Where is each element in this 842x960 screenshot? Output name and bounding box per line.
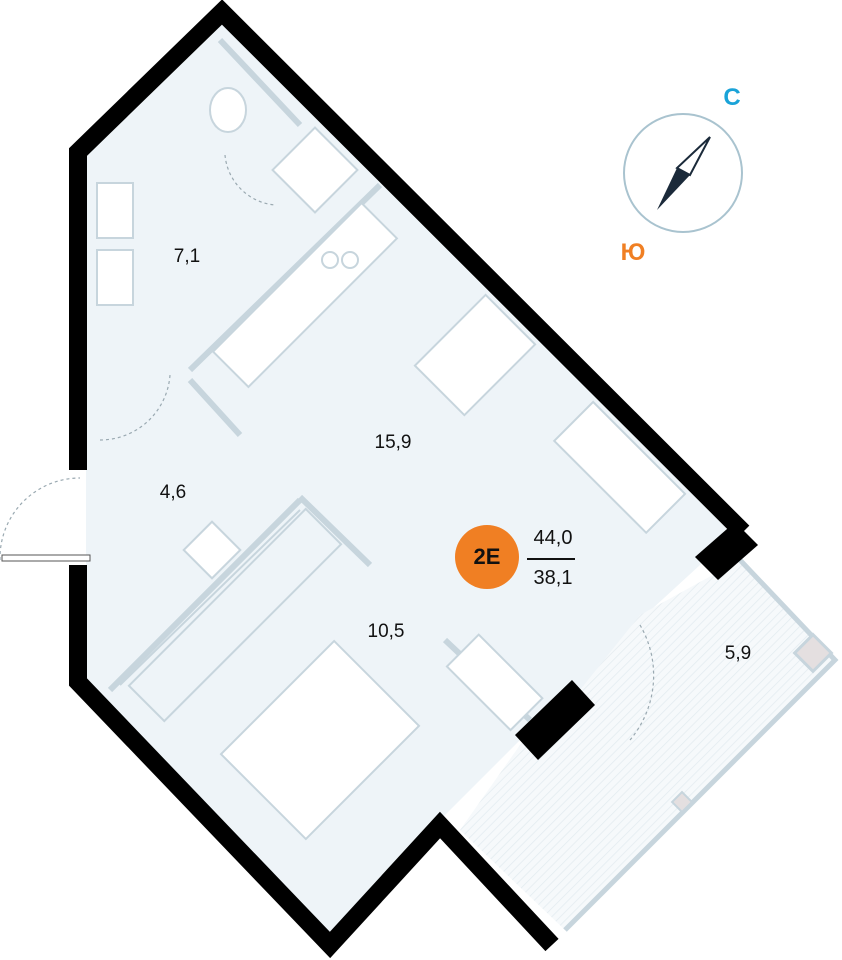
- room-area-bathroom: 7,1: [173, 246, 201, 267]
- shower: [271, 126, 359, 214]
- room-area-bedroom: 10,5: [367, 621, 405, 642]
- room-area-kitchen-living: 15,9: [374, 432, 412, 453]
- door-swings: [0, 154, 655, 741]
- room-area-hallway: 4,6: [159, 482, 187, 503]
- area-divider: [527, 558, 575, 560]
- compass-north-label: С: [723, 84, 741, 111]
- wall-block: [515, 680, 595, 760]
- balcony-post: [670, 790, 694, 814]
- balcony-floor: [460, 560, 835, 930]
- compass-south-label: Ю: [620, 239, 646, 266]
- apartment-type-badge: 2E: [455, 525, 519, 589]
- sink-bath: [96, 182, 134, 239]
- kitchen-counter: [211, 201, 399, 389]
- balcony-column: [792, 632, 834, 674]
- wall-block: [695, 522, 758, 580]
- washer: [96, 249, 134, 306]
- furniture: [96, 87, 687, 841]
- toilet: [209, 87, 247, 133]
- hall-cabinet: [182, 520, 242, 580]
- balcony-railing: [563, 558, 839, 932]
- wardrobe: [127, 507, 343, 723]
- entrance-door: [1, 554, 91, 562]
- apartment-floor: [86, 18, 728, 938]
- desk: [445, 633, 544, 732]
- room-area-balcony: 5,9: [724, 643, 752, 664]
- living-area: 38,1: [533, 567, 573, 589]
- total-area: 44,0: [533, 527, 573, 549]
- bed: [219, 639, 421, 841]
- sofa: [552, 400, 687, 535]
- compass: [623, 113, 743, 233]
- walls: [69, 0, 750, 959]
- dining-table: [413, 293, 537, 417]
